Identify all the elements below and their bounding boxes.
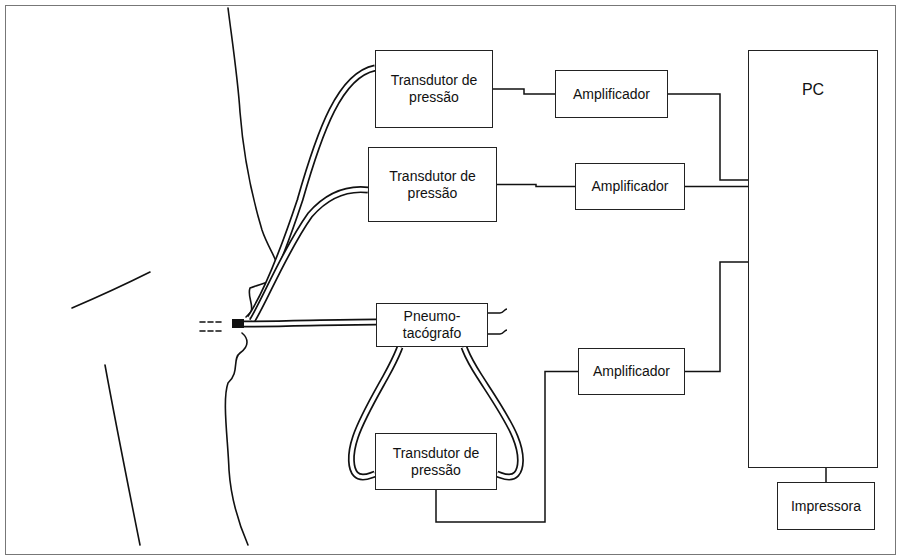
amplifier-box: Amplificador [578, 348, 685, 395]
amplifier-box: Amplificador [555, 70, 668, 118]
frame [6, 6, 896, 555]
jaw-line [72, 272, 150, 308]
signal-wire [497, 185, 575, 187]
wire-line [685, 186, 748, 188]
tube-inner [244, 322, 376, 324]
signal-wire [685, 262, 748, 372]
transducer-box: Transdutor de pressão [368, 147, 497, 222]
wire-line [685, 262, 748, 372]
tube [244, 322, 376, 324]
box-label: Amplificador [593, 363, 670, 380]
signal-wire [493, 89, 555, 94]
pneumotachograph-box: Pneumo- tacógrafo [376, 303, 488, 347]
signal-wire [685, 186, 748, 187]
box-label: PC [802, 81, 824, 98]
outlet-stubs [488, 309, 507, 334]
tube [252, 190, 368, 321]
signal-wire [826, 468, 827, 482]
mouth-dashes [200, 322, 224, 331]
box-label: Pneumo- tacógrafo [387, 308, 477, 342]
face-profile [72, 8, 279, 545]
chin-outline [225, 333, 248, 545]
box-label: Impressora [791, 498, 861, 515]
amplifier-box: Amplificador [575, 163, 685, 210]
mouthpiece [232, 319, 244, 328]
transducer-box: Transdutor de pressão [375, 50, 493, 128]
box-label: Transdutor de pressão [379, 168, 486, 202]
printer-box: Impressora [777, 482, 875, 530]
wire-line [825, 468, 827, 482]
box-label: Transdutor de pressão [386, 445, 486, 479]
box-label: Amplificador [573, 86, 650, 103]
wire-line [493, 89, 555, 94]
neck-line [105, 365, 140, 545]
wire-line [497, 185, 575, 187]
box-label: Transdutor de pressão [386, 72, 482, 106]
transducer-box: Transdutor de pressão [375, 433, 497, 490]
box-label: Amplificador [591, 178, 668, 195]
tube-inner [252, 190, 368, 321]
computer-box: PC [748, 50, 878, 468]
